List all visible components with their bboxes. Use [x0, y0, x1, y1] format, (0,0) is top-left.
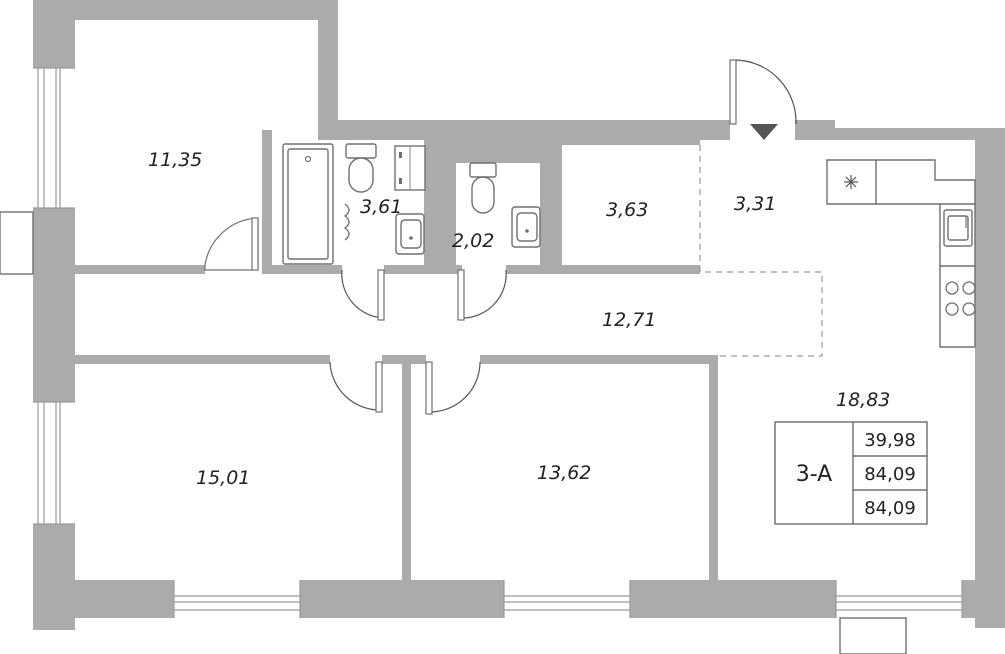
sink-icon-bathroom: [395, 213, 425, 255]
windows: [0, 67, 963, 654]
wall-top-left: [33, 0, 338, 20]
ventilation-asterisk-icon: [844, 175, 858, 189]
window-bottom-left: [174, 580, 300, 618]
wall-door-head-left: [330, 352, 382, 356]
wall-storage-top: [556, 135, 700, 145]
door-bathroom-leaf: [377, 269, 385, 321]
walls: [33, 0, 1005, 630]
room-area-bedroom-bottom-middle: 13,62: [537, 462, 591, 484]
wall-toilet-left: [436, 135, 456, 274]
door-entrance-arc: [735, 59, 797, 125]
wall-corridor-bottom-left: [75, 355, 330, 364]
wall-bedroom1-bottom: [75, 265, 205, 274]
window-bottom-middle: [504, 580, 630, 618]
total-area-with-balcony-value: 84,09: [864, 498, 916, 519]
washing-machine-icon: [394, 145, 426, 191]
apartment-info-table: 3-A 39,98 84,09 84,09: [774, 421, 928, 525]
wall-bath-right: [424, 135, 436, 274]
room-area-bedroom-top-left: 11,35: [148, 149, 202, 171]
room-area-bathroom: 3,61: [360, 196, 402, 218]
toilet-icon: [469, 162, 497, 214]
door-bedroom-bottom-middle-leaf: [425, 361, 433, 415]
towel-dryer-icon: [343, 203, 350, 241]
window-left-box: [0, 211, 34, 275]
toilet-icon-bathroom: [345, 143, 377, 193]
wall-storage-bottom: [556, 265, 700, 274]
room-area-kitchen-living: 18,83: [836, 389, 890, 411]
door-bedroom-bottom-middle-arc: [429, 361, 481, 413]
door-entrance-leaf: [729, 59, 737, 125]
total-area-value: 84,09: [864, 464, 916, 485]
sink-icon: [943, 209, 973, 247]
bathtub-icon: [282, 143, 334, 265]
apartment-type-code: 3-A: [796, 462, 833, 487]
sink-icon-toilet: [511, 206, 541, 248]
room-area-bedroom-bottom-left: 15,01: [196, 467, 250, 489]
window-left-lower: [33, 402, 75, 524]
door-bedroom-bottom-left-arc: [329, 361, 381, 411]
living-area-value: 39,98: [864, 430, 916, 451]
door-bedroom-bottom-left-leaf: [375, 361, 383, 413]
doors: [204, 59, 797, 415]
wall-kitchen-left: [709, 355, 718, 585]
room-labels: 11,35 3,61 2,02 3,63 3,31 12,71 18,83 15…: [148, 149, 890, 489]
room-area-entry-hall: 3,31: [734, 193, 776, 215]
wall-bath-left: [262, 130, 272, 274]
door-toilet-arc: [461, 269, 507, 319]
wall-bedroom-divider: [402, 355, 411, 585]
wall-corridor-bottom-right: [480, 355, 715, 364]
zone-lines: [699, 145, 823, 357]
entry-zone-dashed: [699, 145, 823, 357]
window-bottom-right: [836, 580, 962, 618]
door-bedroom-top-left: [204, 217, 259, 271]
room-area-storage: 3,63: [606, 199, 648, 221]
wall-top-notch: [318, 0, 338, 135]
fixtures: [282, 143, 976, 348]
wall-right-outer: [975, 128, 1005, 628]
wall-storage-left: [556, 135, 562, 274]
stove-icon: [945, 281, 976, 316]
window-left-upper: [33, 68, 75, 208]
wall-toilet-right: [540, 135, 560, 274]
wall-toilet-bottom-right: [506, 265, 560, 274]
room-area-toilet: 2,02: [452, 230, 494, 252]
door-bathroom-arc: [341, 269, 385, 319]
wall-top-right: [800, 128, 1005, 140]
balcony-box-bottom: [839, 617, 907, 654]
kitchen-counter: [826, 159, 976, 348]
entry-triangle-icon: [750, 124, 778, 140]
door-toilet-leaf: [457, 269, 465, 321]
room-area-corridor: 12,71: [602, 309, 656, 331]
wall-bath-bottom-mid: [384, 265, 462, 274]
wall-bath-bottom-left: [262, 265, 342, 274]
